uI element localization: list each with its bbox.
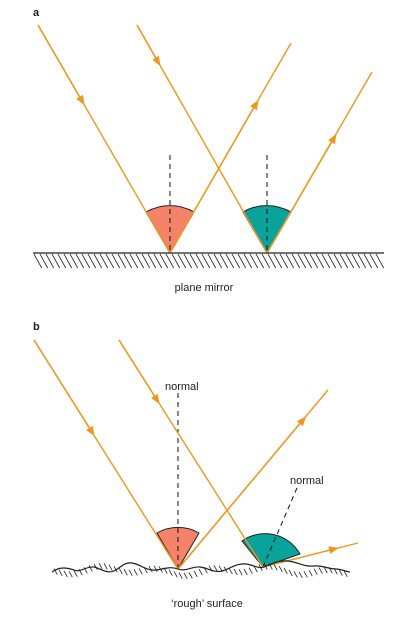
normal-label-2: normal [290,475,324,487]
plane-mirror-caption: plane mirror [175,282,234,294]
rough-surface-outline [51,560,351,573]
incident-ray-a2-arrow [136,24,161,67]
panel-a-label: a [33,7,40,19]
reflected-ray-b1-arrow [177,416,307,570]
panel-a: a plane mirror [33,7,385,294]
incident-ray-b1-arrow [33,339,95,437]
reflected-ray-b2-arrow [262,546,339,568]
reflected-ray-a2-arrow [266,133,337,254]
panel-b-label: b [33,321,40,333]
panel-b: b normal normal ‘rough’ surface [33,321,359,610]
reflected-ray-a1-arrow [169,99,259,254]
plane-mirror-hatching [33,253,385,269]
rough-surface-hatching [53,562,348,580]
normal-label-1: normal [165,381,199,393]
incident-ray-a1-arrow [37,24,85,106]
incident-ray-b2-arrow [118,339,160,405]
rough-surface-caption: ‘rough’ surface [171,598,243,610]
